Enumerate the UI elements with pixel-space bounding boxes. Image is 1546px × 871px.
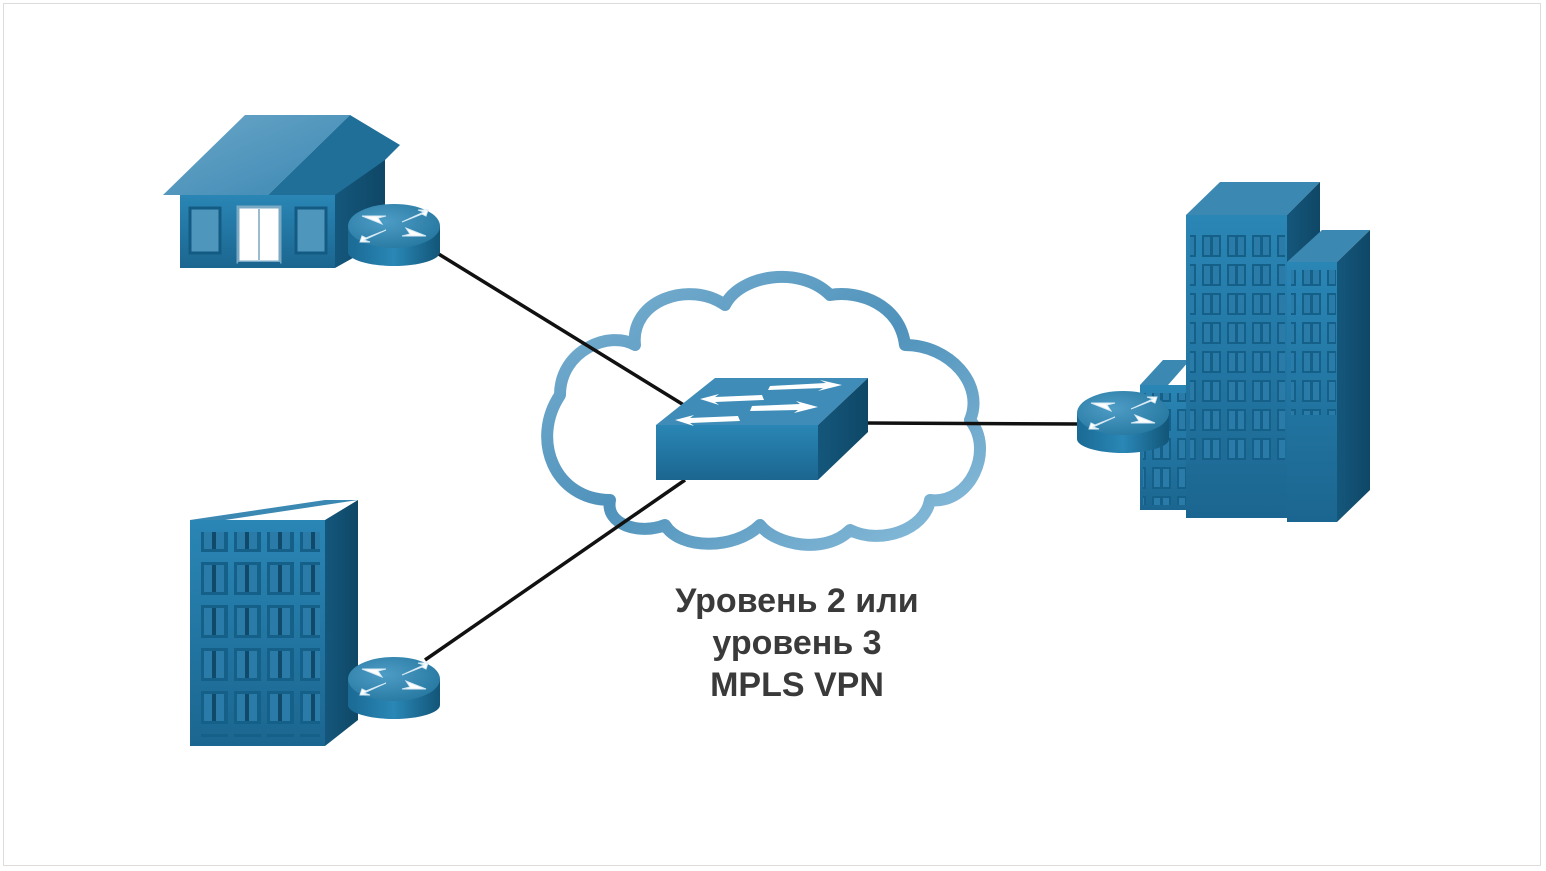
- diagram-caption: Уровень 2 или уровень 3 MPLS VPN: [597, 580, 997, 706]
- switch-icon: [656, 378, 868, 480]
- caption-line-1: Уровень 2 или: [675, 582, 919, 620]
- link-switch-to-hq: [864, 421, 1081, 426]
- campus-buildings-icon: [1140, 182, 1370, 522]
- router-icon: [1076, 390, 1170, 454]
- caption-line-3: MPLS VPN: [710, 666, 884, 704]
- link-home-to-switch: [436, 251, 701, 417]
- router-icon: [347, 203, 441, 267]
- caption-line-2: уровень 3: [712, 624, 882, 662]
- router-icon: [347, 656, 441, 720]
- network-links: [424, 251, 1081, 662]
- link-branch-to-switch: [424, 478, 686, 662]
- office-building-icon: [190, 500, 358, 746]
- house-icon: [163, 115, 400, 268]
